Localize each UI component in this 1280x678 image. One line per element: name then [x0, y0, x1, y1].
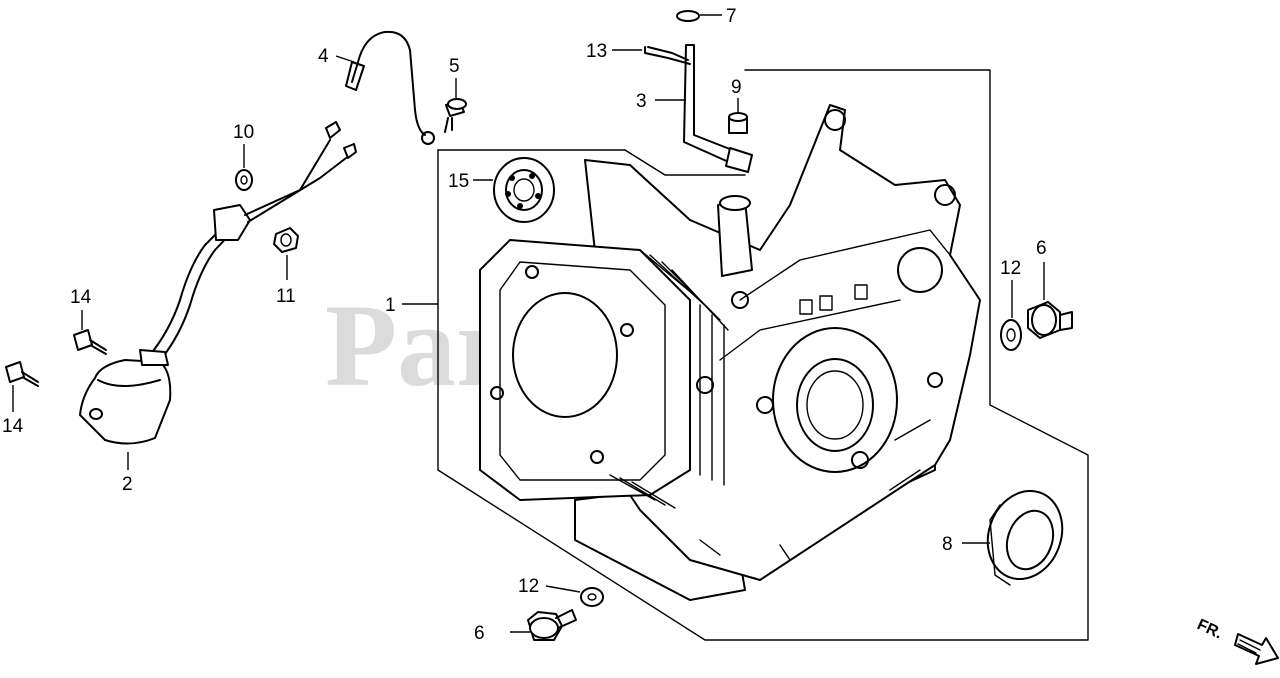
collar-part[interactable] [273, 227, 299, 253]
callout-6-right: 6 [1036, 238, 1047, 259]
grommet-part[interactable] [728, 112, 748, 134]
assembly-outline [437, 69, 1089, 641]
callout-5: 5 [449, 56, 460, 77]
front-label: FR. [1194, 616, 1225, 642]
flange-bolt-6-a-part[interactable] [1027, 301, 1073, 339]
callout-4: 4 [318, 46, 329, 67]
callout-14-lower: 14 [2, 416, 24, 437]
bolt-14-b-part[interactable] [5, 361, 39, 387]
callout-7: 7 [726, 6, 737, 27]
callout-labels: 1 2 3 4 5 6 6 7 8 9 10 11 12 12 13 14 14… [2, 6, 1047, 644]
callout-1: 1 [385, 295, 396, 316]
washer-12-a-part[interactable] [1000, 319, 1022, 351]
front-direction-indicator: FR. [1194, 616, 1279, 665]
ignition-coil-part[interactable] [79, 121, 357, 445]
callout-13: 13 [586, 41, 607, 62]
lever-part[interactable] [683, 44, 753, 173]
callout-10: 10 [233, 122, 254, 143]
callout-3: 3 [636, 91, 647, 112]
callout-14-upper: 14 [70, 287, 92, 308]
callout-8: 8 [942, 534, 953, 555]
callout-12-bottom: 12 [518, 576, 539, 597]
callout-11: 11 [276, 286, 296, 307]
bolt-14-a-part[interactable] [73, 329, 107, 355]
crankcase-part[interactable] [479, 104, 981, 601]
bearing-part[interactable] [493, 157, 555, 223]
callout-6-bottom: 6 [474, 623, 485, 644]
leader-lines [12, 14, 1045, 633]
clip-part[interactable] [644, 46, 691, 65]
callout-9: 9 [731, 77, 742, 98]
washer-10-part[interactable] [235, 169, 253, 191]
callout-15: 15 [448, 171, 469, 192]
oil-seal-part[interactable] [976, 480, 1074, 589]
callout-12-right: 12 [1000, 258, 1021, 279]
washer-12-b-part[interactable] [580, 587, 604, 607]
bolt-5-part[interactable] [444, 98, 467, 133]
callout-2: 2 [122, 474, 133, 495]
flange-bolt-6-b-part[interactable] [527, 609, 577, 641]
cap-part[interactable] [676, 10, 700, 22]
lead-wire-part[interactable] [345, 30, 435, 145]
